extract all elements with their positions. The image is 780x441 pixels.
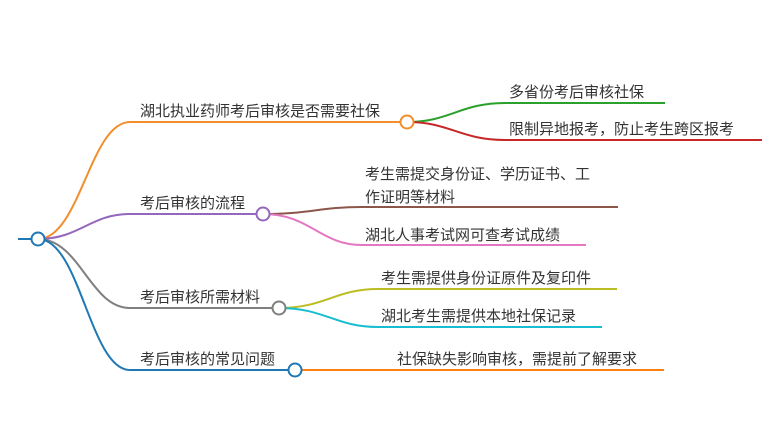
leaf-2-1-label-line-2[interactable]: 作证明等材料: [365, 188, 455, 206]
leaf-2-2-label[interactable]: 湖北人事考试网可查考试成绩: [365, 226, 560, 244]
mindmap-edges: [18, 102, 762, 371]
edge-branch-2-child-2: [262, 213, 586, 246]
leaf-4-1-label[interactable]: 社保缺失影响审核，需提前了解要求: [397, 350, 637, 368]
leaf-1-1-label[interactable]: 多省份考后审核社保: [509, 83, 644, 101]
edge-root-branch-4: [37, 238, 295, 371]
mindmap-nodes: 湖北执业药师考后审核是否需要社保 考后审核的流程 考后审核所需材料 考后审核的常…: [30, 83, 734, 378]
branch-2-toggle[interactable]: [255, 206, 271, 222]
branch-3-label[interactable]: 考后审核所需材料: [140, 288, 260, 306]
branch-1-toggle[interactable]: [399, 114, 415, 130]
edge-branch-1-child-2: [406, 121, 762, 141]
edge-branch-3-child-2: [278, 307, 602, 328]
edge-root-branch-2: [37, 213, 263, 240]
branch-1-label[interactable]: 湖北执业药师考后审核是否需要社保: [140, 102, 380, 120]
branch-4-toggle[interactable]: [287, 362, 303, 378]
edge-root-branch-1: [37, 121, 407, 240]
branch-2-label[interactable]: 考后审核的流程: [140, 194, 245, 212]
edge-root-branch-3: [37, 238, 279, 309]
branch-3-toggle[interactable]: [271, 300, 287, 316]
edge-branch-3-child-1: [278, 288, 617, 309]
leaf-1-2-label[interactable]: 限制异地报考，防止考生跨区报考: [509, 120, 734, 138]
edge-branch-2-child-1: [262, 206, 618, 215]
root-node-toggle[interactable]: [30, 231, 46, 247]
leaf-3-2-label[interactable]: 湖北考生需提供本地社保记录: [381, 307, 576, 325]
edge-branch-1-child-1: [406, 102, 665, 123]
branch-4-label[interactable]: 考后审核的常见问题: [140, 350, 275, 368]
leaf-3-1-label[interactable]: 考生需提供身份证原件及复印件: [381, 269, 591, 287]
leaf-2-1-label-line-1[interactable]: 考生需提交身份证、学历证书、工: [365, 165, 590, 183]
